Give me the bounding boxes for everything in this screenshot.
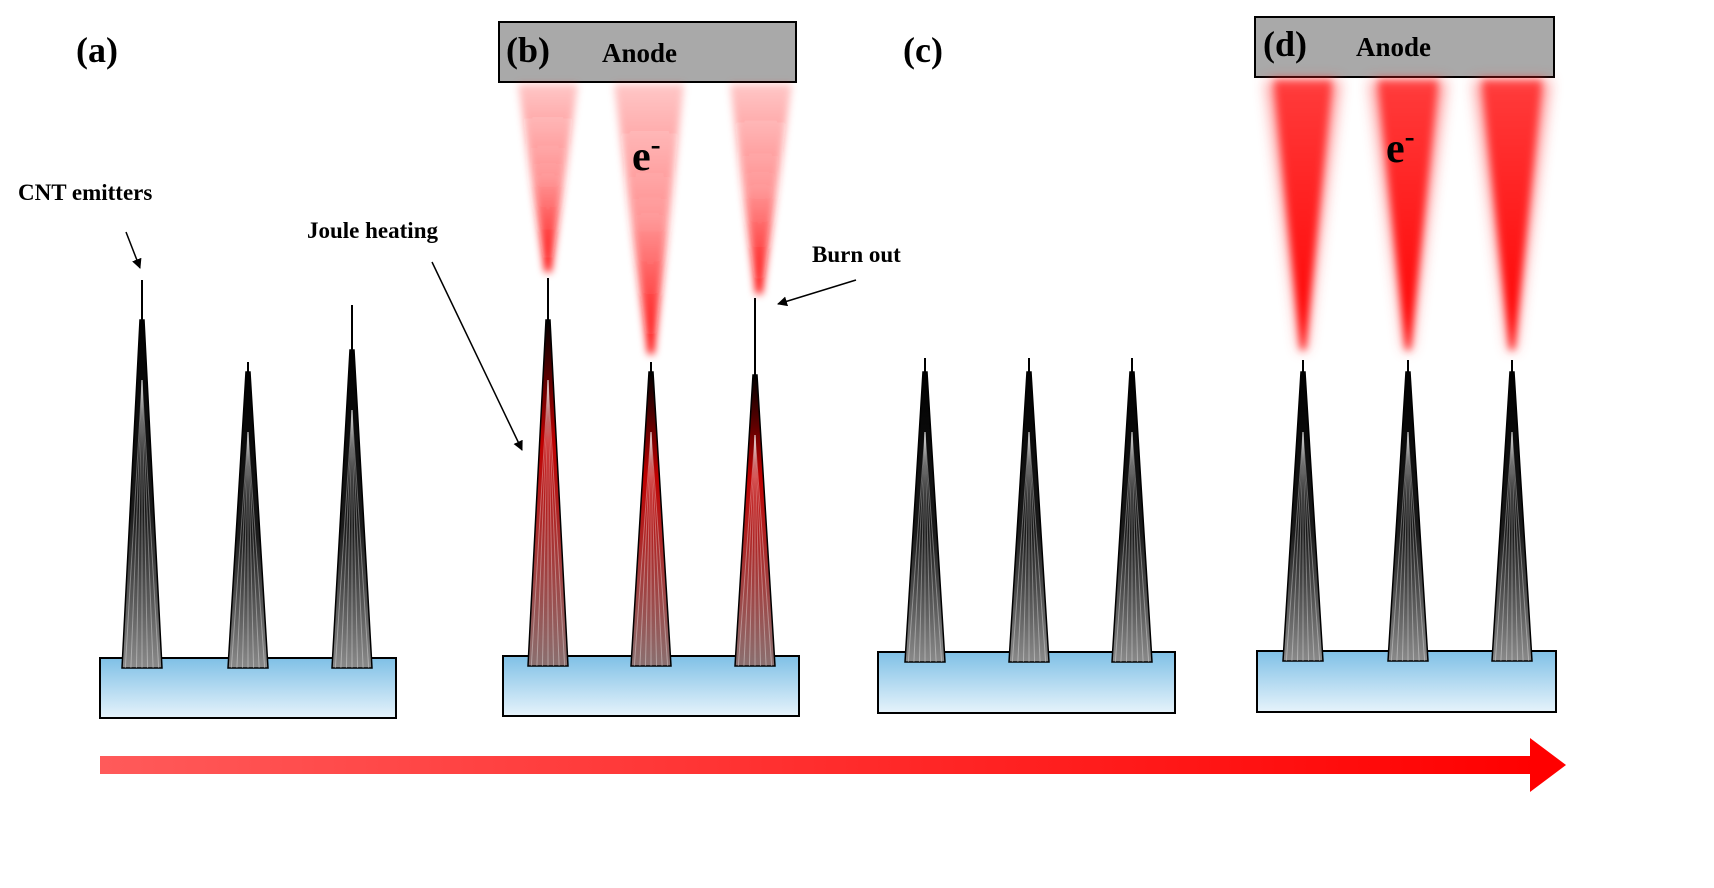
anode-label-d: Anode bbox=[1356, 32, 1431, 62]
cnt-emitter bbox=[121, 280, 163, 669]
burn-out-label: Burn out bbox=[812, 242, 901, 267]
cnt-emitter bbox=[227, 362, 269, 669]
panel-label-d: (d) bbox=[1263, 24, 1307, 64]
cnt-emitter bbox=[1491, 360, 1533, 662]
anode-label-b: Anode bbox=[602, 38, 677, 68]
electron-charge: - bbox=[1405, 120, 1415, 153]
electron-label-d: e- bbox=[1386, 120, 1415, 172]
joule-heating-label: Joule heating bbox=[307, 218, 438, 243]
electron-beam bbox=[614, 84, 684, 354]
panel-label-a: (a) bbox=[76, 30, 118, 70]
cnt-emitter bbox=[527, 278, 569, 667]
electron-beams-b bbox=[518, 84, 792, 354]
cnt-emitters-label: CNT emitters bbox=[18, 180, 152, 205]
cnt-emitter bbox=[1111, 358, 1153, 663]
electron-label-b: e- bbox=[632, 128, 661, 180]
electron-beam bbox=[1474, 80, 1550, 350]
electron-beam bbox=[1370, 80, 1446, 350]
burn-out-pointer bbox=[777, 279, 857, 307]
cnt-emitter bbox=[1008, 358, 1050, 663]
anode-b bbox=[498, 21, 797, 83]
cnt-emitter bbox=[904, 358, 946, 663]
process-arrow bbox=[100, 738, 1566, 792]
electron-beams-d bbox=[1266, 80, 1550, 350]
electron-symbol: e bbox=[1386, 126, 1405, 172]
cnt-emitter bbox=[734, 298, 776, 667]
electron-symbol: e bbox=[632, 134, 651, 180]
panel-label-c: (c) bbox=[903, 30, 943, 70]
cnt-emitters-group bbox=[121, 278, 1533, 669]
joule-heating-pointer bbox=[431, 261, 523, 451]
electron-beam bbox=[518, 84, 578, 272]
electron-charge: - bbox=[651, 128, 661, 161]
cnt-emitter bbox=[1282, 360, 1324, 662]
cnt-emitter bbox=[1387, 360, 1429, 662]
cnt-emitter bbox=[331, 305, 373, 669]
panel-label-b: (b) bbox=[506, 30, 550, 70]
electron-beam bbox=[1266, 80, 1340, 350]
cnt-emitter bbox=[630, 362, 672, 667]
anode-d bbox=[1254, 16, 1555, 78]
electron-beam bbox=[730, 84, 792, 294]
cnt-emitters-pointer bbox=[125, 231, 142, 269]
